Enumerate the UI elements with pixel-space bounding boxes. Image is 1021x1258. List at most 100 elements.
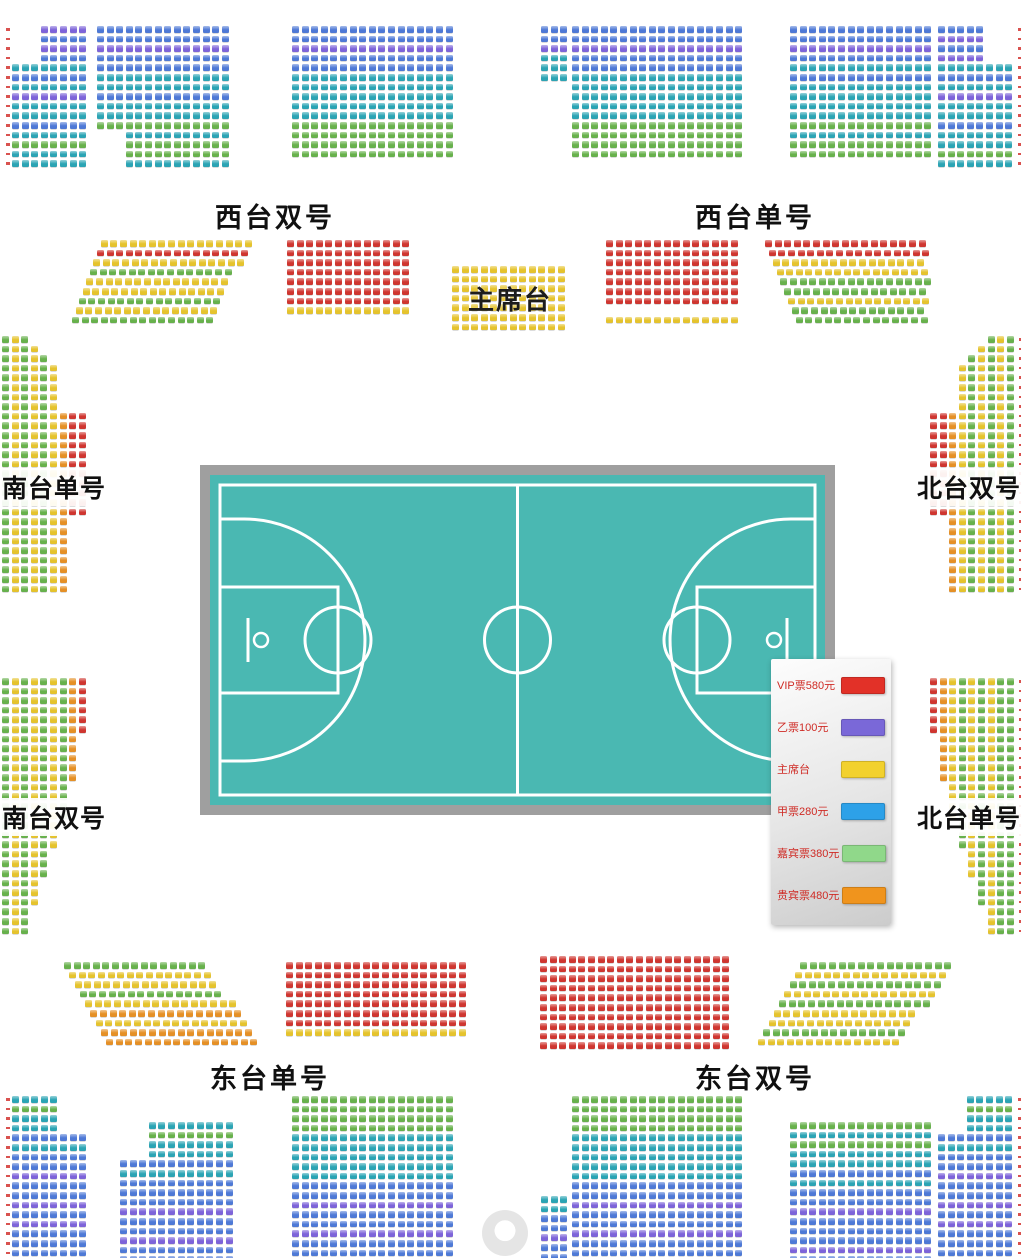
seat xyxy=(2,364,9,372)
seat xyxy=(692,240,700,247)
seat xyxy=(11,537,19,545)
seat xyxy=(125,102,133,110)
seat xyxy=(557,314,565,321)
seat xyxy=(987,374,995,381)
seat xyxy=(135,26,143,33)
seat xyxy=(799,122,807,129)
seat xyxy=(663,249,671,257)
seat xyxy=(292,26,299,33)
seat xyxy=(21,537,29,545)
seat xyxy=(311,102,319,110)
seat xyxy=(976,1153,984,1161)
seat xyxy=(843,268,851,276)
seat xyxy=(320,74,328,81)
seat xyxy=(805,316,813,324)
seat xyxy=(349,83,357,91)
seat xyxy=(69,74,77,81)
seat xyxy=(968,547,976,554)
seat xyxy=(368,35,376,43)
seat xyxy=(458,962,466,969)
seat xyxy=(838,1160,845,1167)
seat xyxy=(426,1172,434,1180)
seat xyxy=(838,1131,845,1139)
seat xyxy=(168,1131,175,1139)
seat xyxy=(311,1134,319,1141)
seat xyxy=(789,278,797,285)
seat xyxy=(439,1010,447,1017)
seat xyxy=(129,1189,137,1196)
seat xyxy=(78,451,86,458)
seat xyxy=(187,1141,195,1148)
seat xyxy=(69,1153,77,1161)
seat xyxy=(903,297,911,305)
seat xyxy=(663,268,671,276)
seat xyxy=(913,1000,921,1007)
seat xyxy=(895,1198,903,1206)
seat xyxy=(125,54,133,62)
seat xyxy=(644,240,652,247)
seat xyxy=(957,141,965,148)
seat xyxy=(436,1134,443,1141)
seat xyxy=(173,45,181,52)
seat xyxy=(581,112,589,119)
seat xyxy=(60,112,67,119)
seat xyxy=(196,1189,204,1196)
seat xyxy=(663,259,671,266)
seat xyxy=(147,268,155,276)
seat xyxy=(871,971,879,979)
seat xyxy=(568,1042,576,1049)
seat xyxy=(620,131,627,139)
seat xyxy=(206,1170,214,1177)
seat xyxy=(407,1201,415,1209)
seat xyxy=(626,1032,634,1040)
seat xyxy=(550,1205,558,1213)
seat xyxy=(311,45,319,52)
seat xyxy=(60,1163,67,1170)
seat xyxy=(60,1153,67,1161)
seat xyxy=(121,962,129,969)
seat xyxy=(968,460,976,468)
seat xyxy=(847,1227,855,1235)
seat xyxy=(648,1163,656,1170)
seat xyxy=(986,112,993,119)
seat xyxy=(891,316,899,324)
seat xyxy=(791,307,799,314)
seat xyxy=(721,288,729,295)
seat xyxy=(692,268,700,276)
seat xyxy=(706,1172,714,1180)
seat xyxy=(21,556,29,564)
seat xyxy=(938,1220,945,1228)
seat xyxy=(160,962,167,969)
seat xyxy=(397,150,405,158)
seat xyxy=(301,1249,309,1257)
seat xyxy=(50,93,58,100)
seat xyxy=(301,1230,309,1237)
seat xyxy=(1005,112,1013,119)
seat xyxy=(958,374,966,381)
row-number-tick xyxy=(6,28,10,31)
seat xyxy=(876,1198,884,1206)
seat xyxy=(947,102,955,110)
seat xyxy=(368,1096,376,1103)
seat xyxy=(50,64,58,71)
seat xyxy=(857,1189,865,1196)
seat xyxy=(50,735,57,743)
seat xyxy=(528,285,536,292)
seat xyxy=(910,268,918,276)
seat xyxy=(173,160,181,167)
seat xyxy=(818,54,826,62)
seat xyxy=(21,870,29,877)
seat xyxy=(11,927,19,935)
seat xyxy=(987,460,995,468)
seat xyxy=(177,1179,185,1187)
label-north-odd: 北台单号 xyxy=(915,798,1021,836)
seat xyxy=(987,576,995,583)
seat xyxy=(895,150,903,158)
seat xyxy=(201,278,209,285)
seat xyxy=(101,288,109,295)
seat xyxy=(863,1038,871,1046)
seat xyxy=(615,259,623,266)
seat xyxy=(79,1249,87,1257)
seat xyxy=(986,74,993,81)
seat xyxy=(12,74,19,81)
